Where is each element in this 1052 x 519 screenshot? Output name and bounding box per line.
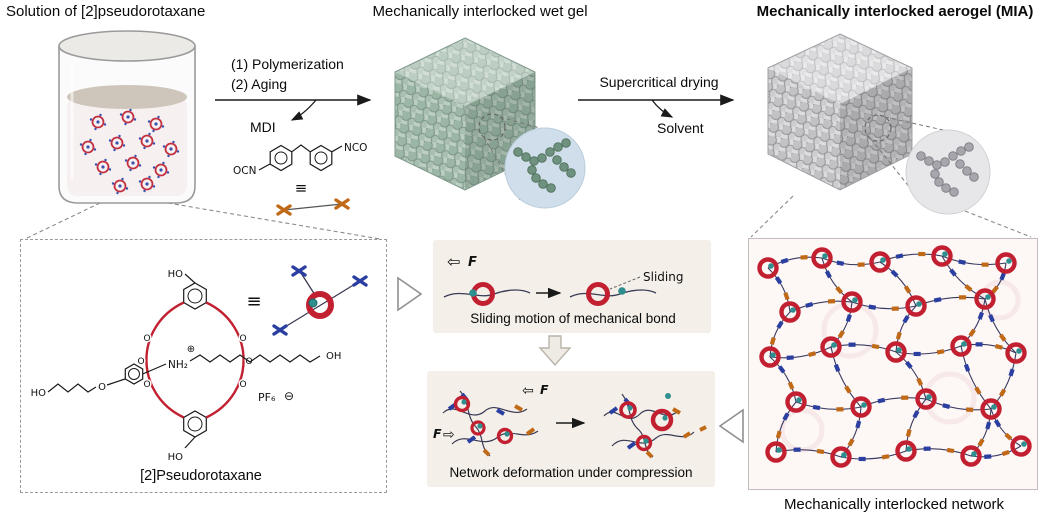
- zoom-connectors: [24, 195, 1032, 240]
- mdi-equiv-symbol: ≡: [295, 179, 308, 197]
- down-arrow-icon: [538, 335, 572, 367]
- reaction-arrow-2: [578, 94, 735, 118]
- pseudorotaxane-caption: [2]Pseudorotaxane: [140, 468, 262, 484]
- pseudorotaxane-box: [20, 239, 387, 493]
- title-solution: Solution of [2]pseudorotaxane: [6, 3, 206, 20]
- wet-gel-zoom: [478, 113, 586, 209]
- mdi-ocn-label: OCN: [233, 165, 256, 177]
- aerogel-polymer-chain: [916, 142, 979, 197]
- network-box: [748, 238, 1038, 490]
- solvent-label: Solvent: [657, 120, 704, 136]
- mdi-nco-label: NCO: [344, 142, 367, 154]
- compression-caption: Network deformation under compression: [449, 465, 693, 480]
- sliding-caption: Sliding motion of mechanical bond: [470, 311, 676, 326]
- orange-stopper-icon: [276, 204, 292, 216]
- supercritical-drying-label: Supercritical drying: [599, 74, 719, 90]
- zoom-region-icon: [478, 113, 506, 141]
- aerogel-cube: [767, 33, 913, 191]
- wet-polymer-chain: [513, 138, 576, 193]
- mdi-structure: OCN NCO ≡: [233, 142, 367, 216]
- polymerization-step-label: (1) Polymerization: [231, 56, 344, 72]
- wet-gel-cube: [394, 37, 536, 191]
- network-caption: Mechanically interlocked network: [783, 496, 1005, 513]
- mdi-reagent-label: MDI: [250, 119, 276, 135]
- triangle-left-icon: [718, 408, 744, 444]
- title-aerogel: Mechanically interlocked aerogel (MIA): [756, 3, 1034, 20]
- aging-step-label: (2) Aging: [231, 76, 288, 92]
- orange-stopper-icon: [334, 198, 350, 210]
- title-wet-gel: Mechanically interlocked wet gel: [372, 3, 588, 20]
- triangle-right-icon: [397, 276, 423, 312]
- aerogel-zoom: [864, 114, 991, 215]
- beaker: [58, 30, 196, 204]
- reaction-arrow-1: [215, 94, 372, 121]
- zoom-region-icon: [864, 114, 892, 142]
